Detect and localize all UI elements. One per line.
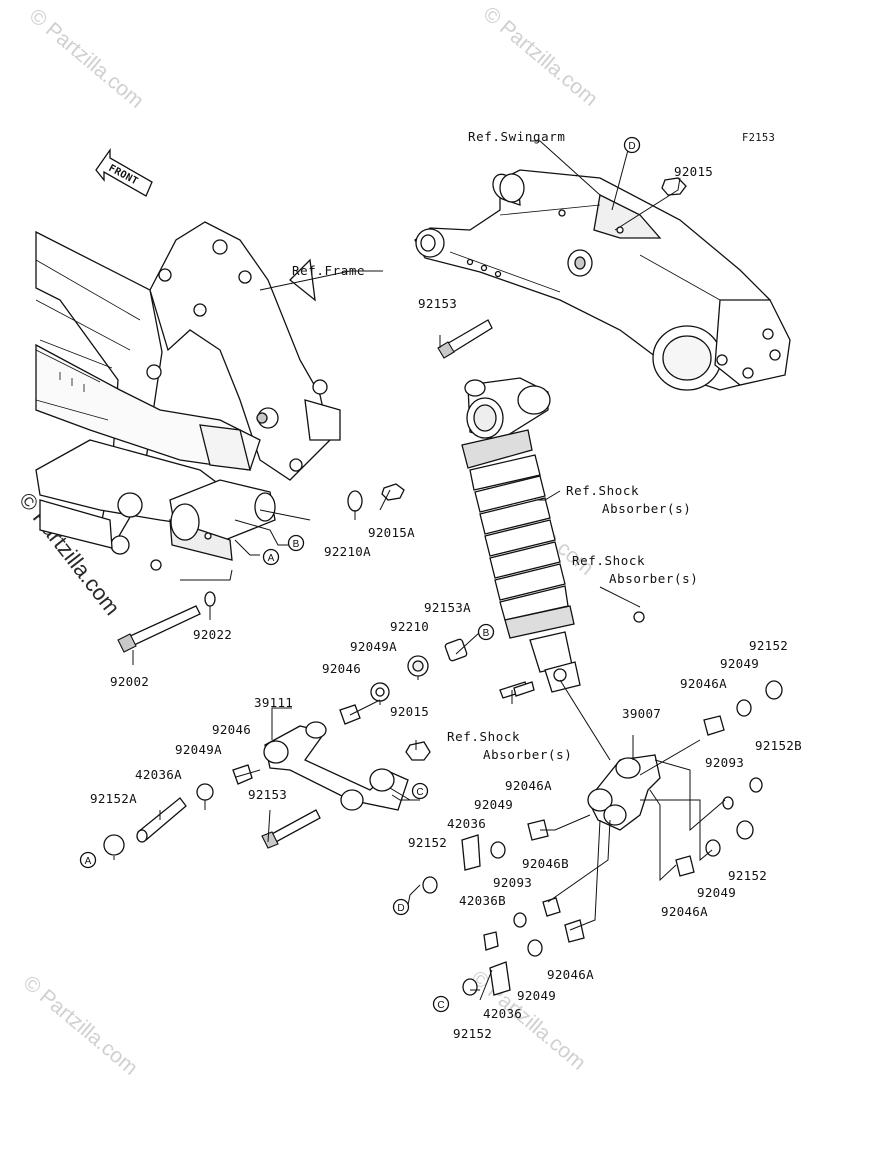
ref-swingarm-label: Ref.Swingarm <box>468 129 566 144</box>
part-label: 92015A <box>368 525 415 540</box>
part-label: 39007 <box>622 706 661 721</box>
part-label: 92049 <box>720 656 759 671</box>
callout-a-frame: A <box>262 548 280 566</box>
link-rod-drawing <box>263 721 409 811</box>
part-label: 92046B <box>522 856 569 871</box>
part-label: 92152 <box>453 1026 492 1041</box>
ref-frame-label: Ref.Frame <box>292 263 365 278</box>
part-label: 92049A <box>350 639 397 654</box>
part-label: 92046 <box>212 722 251 737</box>
ref-shock-1-line2: Absorber(s) <box>602 501 691 516</box>
link-plate-drawing <box>587 754 661 831</box>
part-label: 92022 <box>193 627 232 642</box>
part-label: 92046A <box>680 676 727 691</box>
hardware <box>103 177 783 996</box>
ref-shock-1-line1: Ref.Shock <box>566 483 639 498</box>
callout-c-bottom: C <box>432 995 450 1013</box>
part-label: 92049 <box>697 885 736 900</box>
frame-drawing <box>35 221 341 571</box>
part-label: 42036A <box>135 767 182 782</box>
part-label: 39111 <box>254 695 293 710</box>
part-label: 92046A <box>505 778 552 793</box>
swingarm-drawing <box>414 169 791 391</box>
svg-text:B: B <box>293 539 300 550</box>
svg-text:A: A <box>85 856 92 867</box>
callout-a-bottom: A <box>79 851 97 869</box>
watermark-top-center: © Partzilla.com <box>479 2 602 111</box>
part-number-labels: 92015 92153 92015A 92210A 92022 92002 92… <box>90 164 802 1041</box>
part-label: 92049A <box>175 742 222 757</box>
part-label: 92046 <box>322 661 361 676</box>
part-label: 92210 <box>390 619 429 634</box>
ref-shock-2-line1: Ref.Shock <box>572 553 645 568</box>
part-label: 92153 <box>248 787 287 802</box>
part-label: 92152 <box>408 835 447 850</box>
part-label: 92002 <box>110 674 149 689</box>
part-label: 92049 <box>474 797 513 812</box>
ref-shock-3-line1: Ref.Shock <box>447 729 520 744</box>
svg-text:D: D <box>397 903 404 914</box>
callout-d-top: D <box>623 136 641 154</box>
part-label: 92093 <box>705 755 744 770</box>
svg-text:C: C <box>437 1000 444 1011</box>
reference-labels: Ref.Swingarm Ref.Frame Ref.Shock Absorbe… <box>292 129 698 762</box>
part-label: 92049 <box>517 988 556 1003</box>
part-label: 42036 <box>447 816 486 831</box>
ref-shock-3-line2: Absorber(s) <box>483 747 572 762</box>
svg-text:B: B <box>483 628 490 639</box>
watermark-top-left: © Partzilla.com <box>25 4 148 113</box>
leader-lines <box>113 140 726 1001</box>
shock-absorber-drawing <box>461 377 645 699</box>
callout-d-bottom: D <box>392 898 410 916</box>
callout-c-link: C <box>411 782 429 800</box>
callout-b-frame: B <box>287 534 305 552</box>
part-label: 92210A <box>324 544 371 559</box>
watermark-bottom-left: © Partzilla.com <box>19 971 142 1080</box>
part-label: 92046A <box>547 967 594 982</box>
part-label: 42036 <box>483 1006 522 1021</box>
part-label: 92152B <box>755 738 802 753</box>
svg-text:D: D <box>628 141 635 152</box>
callout-b-mid: B <box>477 623 495 641</box>
part-label: 92153A <box>424 600 471 615</box>
part-label: 92152A <box>90 791 137 806</box>
svg-text:A: A <box>268 553 275 564</box>
figure-code: F2153 <box>742 132 775 144</box>
part-label: 42036B <box>459 893 506 908</box>
ref-shock-2-line2: Absorber(s) <box>609 571 698 586</box>
shock-spring <box>469 454 569 621</box>
part-label: 92015 <box>674 164 713 179</box>
part-label: 92093 <box>493 875 532 890</box>
part-label: 92152 <box>728 868 767 883</box>
part-label: 92015 <box>390 704 429 719</box>
front-arrow: FRONT <box>95 147 153 197</box>
part-label: 92046A <box>661 904 708 919</box>
svg-text:C: C <box>416 787 423 798</box>
callout-markers: D A B B C A D C <box>79 136 641 1013</box>
part-label: 92152 <box>749 638 788 653</box>
part-label: 92153 <box>418 296 457 311</box>
